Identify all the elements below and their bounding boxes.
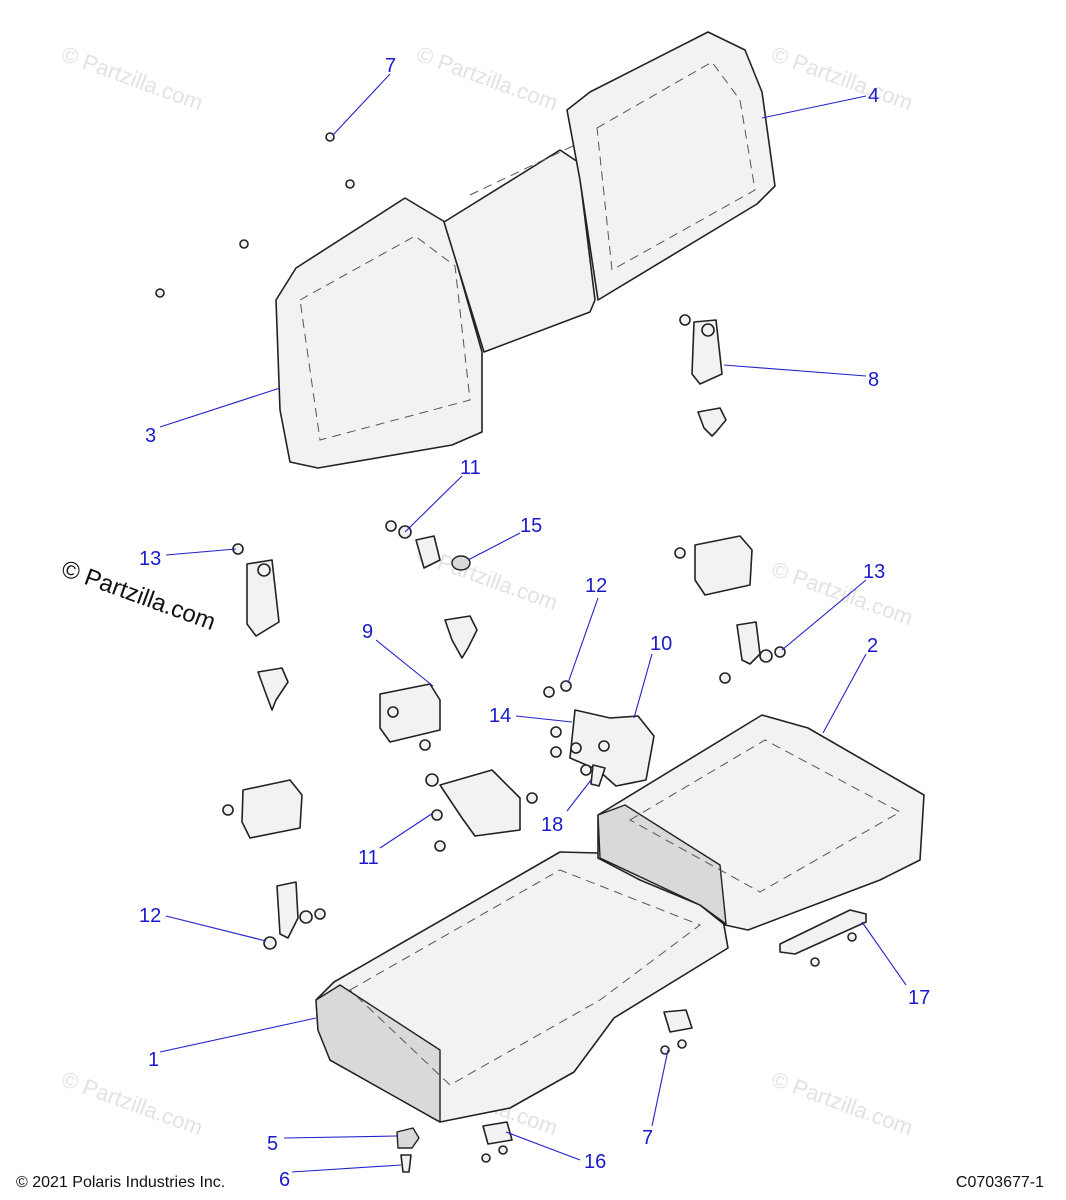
callout-6: 6 [279,1169,290,1191]
nut [314,908,326,920]
callout-15: 15 [520,515,542,537]
callout-1: 1 [148,1049,159,1071]
callout-11: 11 [460,457,481,479]
callout-17: 17 [908,987,930,1009]
push-pin-6 [400,1154,412,1173]
bolt-head [325,132,335,142]
callout-18: 18 [541,814,563,836]
callouts: 7 4 3 8 11 15 13 13 12 9 2 10 14 18 11 1… [139,55,930,1191]
nut [526,792,538,804]
washer [425,773,439,787]
cap-15 [451,555,471,571]
callout-13: 13 [863,561,885,583]
callout-7: 7 [642,1127,653,1149]
callout-8: 8 [868,369,879,391]
callout-11: 11 [358,847,379,869]
seat-backrest [275,31,776,469]
bracket-16 [482,1121,513,1145]
callout-14: 14 [489,705,511,727]
grommet-5 [396,1127,420,1149]
retractor-bracket-13 [246,559,280,637]
bolt-head [701,323,715,337]
nut [679,314,691,326]
buckle-assembly-11 [439,769,521,837]
bracket [663,1009,693,1033]
mounting-hardware [396,909,867,1173]
callout-3: 3 [145,425,156,447]
nut [570,742,582,754]
nut [222,804,234,816]
bolt-head [263,936,277,950]
screw [660,1045,670,1055]
bolt-head [560,680,572,692]
bolt-head [155,288,165,298]
nut [580,764,592,776]
callout-12: 12 [585,575,607,597]
buckle [697,407,727,437]
nut [431,809,443,821]
latch-plate [415,535,441,569]
callout-2: 2 [867,635,878,657]
callout-13: 13 [139,548,161,570]
buckle-assembly-10 [569,709,655,787]
bolt-head [419,739,431,751]
bolt-head [719,672,731,684]
screw [810,957,820,967]
nut [385,520,397,532]
bolt-head [257,563,271,577]
retractor-box [694,535,753,596]
retractor-bracket-8 [691,319,723,385]
seat-cushion-1 [315,851,729,1123]
callout-7: 7 [385,55,396,77]
bolt-head [543,686,555,698]
pin-18 [590,764,606,787]
screw [847,932,857,942]
watermark: © Partzilla.com [58,41,206,115]
callout-5: 5 [267,1133,278,1155]
screw [481,1153,491,1163]
seat-belt-parts [155,132,786,950]
callout-16: 16 [584,1151,606,1173]
watermark: © Partzilla.com [768,41,916,115]
washer [759,649,773,663]
anchor-bracket [276,881,299,939]
watermark: © Partzilla.com [768,1066,916,1140]
bracket-17 [779,909,867,955]
seat-cushion-2 [597,714,925,931]
washer [550,746,562,758]
watermark: © Partzilla.com [413,41,561,115]
retractor-box [241,779,303,839]
anchor-bracket [736,621,761,665]
figure-id: C0703677-1 [955,1174,1044,1191]
callout-12: 12 [139,905,161,927]
washer [299,910,313,924]
nut [598,740,610,752]
bolt-head [239,239,249,249]
screw [498,1145,508,1155]
leader-lines [159,73,907,1173]
nut [674,547,686,559]
watermark: © Partzilla.com [58,1066,206,1140]
screw [677,1039,687,1049]
copyright-notice: © 2021 Polaris Industries Inc. [16,1174,226,1191]
bolt-head [345,179,355,189]
bolt-head [434,840,446,852]
washer [550,726,562,738]
callout-4: 4 [868,85,879,107]
buckle [444,615,478,659]
callout-9: 9 [362,621,373,643]
watermark: © Partzilla.com [768,556,916,630]
nut [387,706,399,718]
buckle [257,667,289,711]
callout-10: 10 [650,633,672,655]
